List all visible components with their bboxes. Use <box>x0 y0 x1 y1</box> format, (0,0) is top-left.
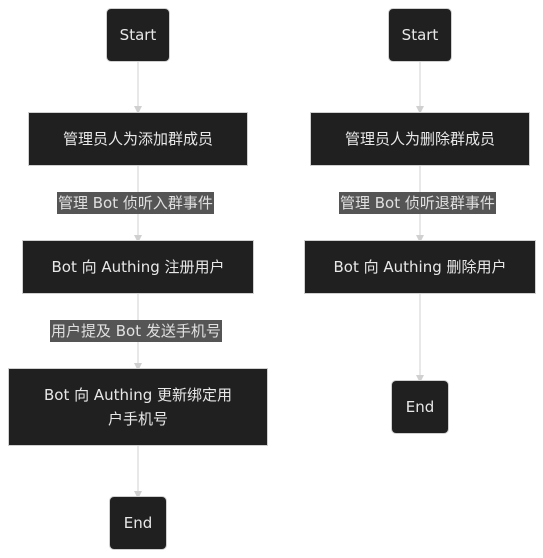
left-add-member-label: 管理员人为添加群成员 <box>62 130 213 148</box>
left-start-label: Start <box>119 26 157 44</box>
left-update-phone-node: Bot 向 Authing 更新绑定用户手机号 <box>8 368 268 446</box>
left-register-user-node: Bot 向 Authing 注册用户 <box>22 240 254 294</box>
left-mention-phone-label: 用户提及 Bot 发送手机号 <box>50 320 222 342</box>
left-join-event-label: 管理 Bot 侦听入群事件 <box>57 192 214 214</box>
left-end-label: End <box>123 514 153 532</box>
left-register-user-label: Bot 向 Authing 注册用户 <box>51 258 225 276</box>
right-start-node: Start <box>388 8 452 62</box>
left-start-node: Start <box>106 8 170 62</box>
right-delete-user-node: Bot 向 Authing 删除用户 <box>304 240 536 294</box>
right-delete-user-label: Bot 向 Authing 删除用户 <box>333 258 507 276</box>
left-add-member-node: 管理员人为添加群成员 <box>28 112 248 166</box>
right-remove-member-node: 管理员人为删除群成员 <box>310 112 530 166</box>
left-end-node: End <box>109 496 167 550</box>
right-start-label: Start <box>401 26 439 44</box>
right-remove-member-label: 管理员人为删除群成员 <box>344 130 495 148</box>
right-end-node: End <box>391 380 449 434</box>
left-update-phone-label: Bot 向 Authing 更新绑定用户手机号 <box>43 386 232 428</box>
right-leave-event-label: 管理 Bot 侦听退群事件 <box>339 192 496 214</box>
right-end-label: End <box>405 398 435 416</box>
